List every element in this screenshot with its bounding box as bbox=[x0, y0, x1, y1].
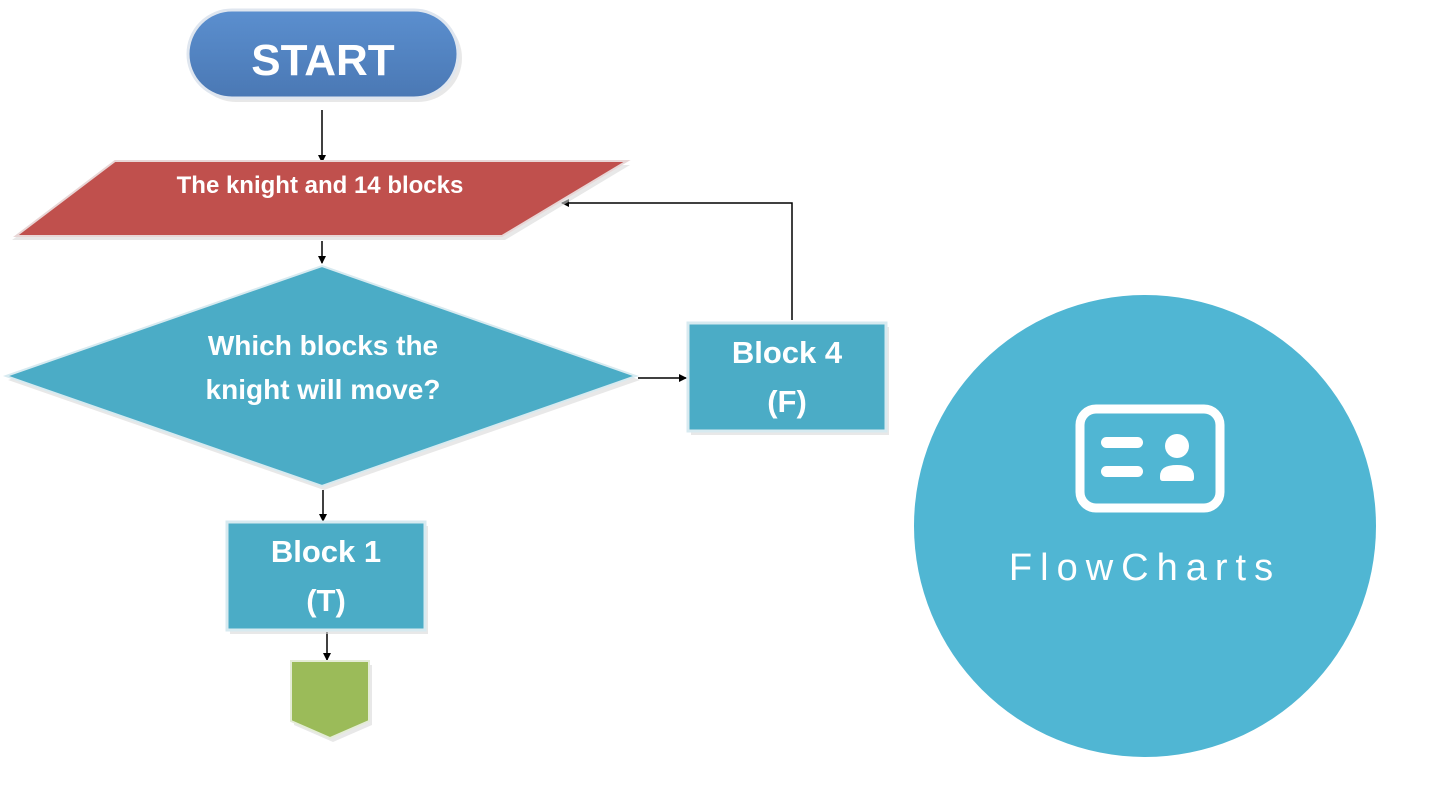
start-terminator[interactable]: START bbox=[186, 8, 462, 102]
false-block-label-line2: (F) bbox=[767, 384, 807, 419]
arrow-false-block-loop-back bbox=[561, 199, 793, 320]
connectors bbox=[318, 110, 793, 661]
decision-label-line1: Which blocks the bbox=[208, 330, 438, 361]
true-block-label-line2: (T) bbox=[306, 583, 346, 618]
decision-diamond[interactable]: Which blocks the knight will move? bbox=[2, 264, 640, 490]
false-block-label-line1: Block 4 bbox=[732, 335, 843, 370]
decision-label-line2: knight will move? bbox=[206, 374, 441, 405]
badge-label: FlowCharts bbox=[1009, 547, 1281, 589]
id-card-icon bbox=[1075, 404, 1225, 513]
badge-circle bbox=[914, 295, 1376, 757]
false-branch-block[interactable]: Block 4 (F) bbox=[686, 321, 889, 435]
input-label: The knight and 14 blocks bbox=[177, 172, 464, 199]
input-parallelogram[interactable]: The knight and 14 blocks bbox=[12, 160, 631, 240]
off-page-connector[interactable] bbox=[290, 660, 372, 742]
flowcharts-badge: FlowCharts bbox=[914, 295, 1376, 757]
start-label: START bbox=[251, 36, 395, 85]
true-branch-block[interactable]: Block 1 (T) bbox=[225, 520, 428, 634]
true-block-label-line1: Block 1 bbox=[271, 534, 381, 569]
